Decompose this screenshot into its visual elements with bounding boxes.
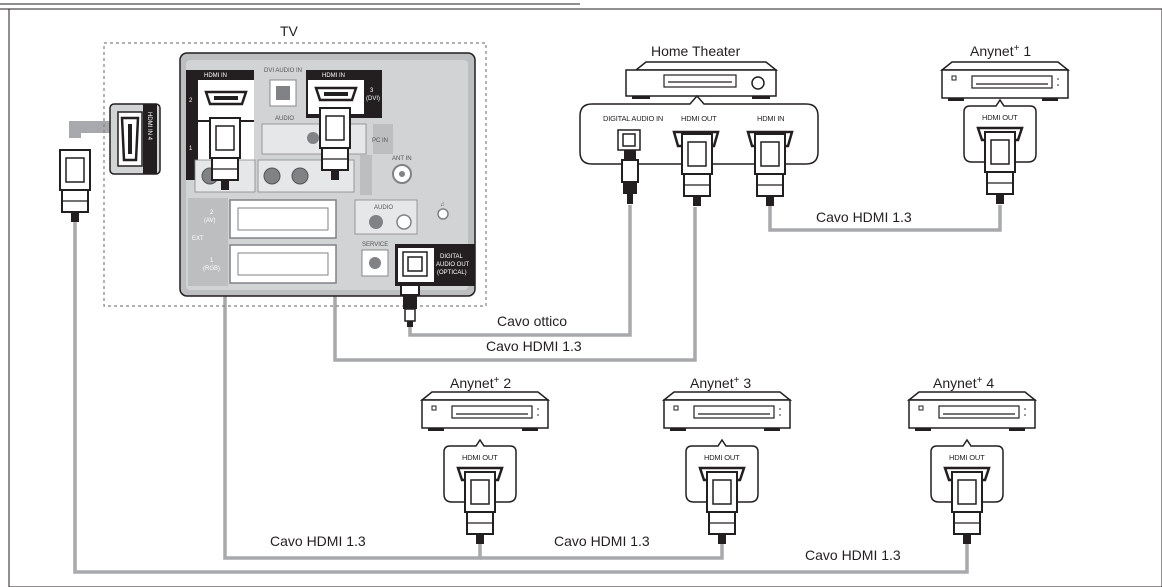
svg-text:HDMI IN: HDMI IN (757, 114, 784, 123)
svg-text:AUDIO: AUDIO (374, 205, 393, 211)
svg-text:HDMI IN: HDMI IN (322, 73, 345, 79)
svg-text:HDMI OUT: HDMI OUT (982, 113, 1018, 122)
anynet-device-1: Anynet+ 1 HDMI OUT (941, 43, 1069, 205)
svg-text:Anynet+ 3: Anynet+ 3 (690, 375, 751, 392)
dvi-audio-in: DVI AUDIO IN (264, 68, 302, 107)
svg-text:2: 2 (189, 98, 193, 104)
cable-labels: Cavo HDMI 1.3 Cavo ottico Cavo HDMI 1.3 … (270, 209, 912, 563)
svg-text:ANT IN: ANT IN (392, 156, 412, 162)
svg-text:HDMI IN 4: HDMI IN 4 (146, 112, 152, 141)
svg-text:HDMI OUT: HDMI OUT (949, 453, 985, 462)
tv: TV HDMI IN 2 1 DVI AUDIO IN HDMI IN (103, 23, 487, 307)
svg-text:HDMI OUT: HDMI OUT (704, 453, 740, 462)
svg-text:1: 1 (189, 146, 193, 152)
svg-text:HDMI OUT: HDMI OUT (462, 453, 498, 462)
svg-text:(RGB): (RGB) (203, 266, 220, 272)
svg-text:SERVICE: SERVICE (362, 242, 388, 248)
svg-text:DVI AUDIO IN: DVI AUDIO IN (264, 68, 302, 74)
svg-text:(OPTICAL): (OPTICAL) (437, 270, 467, 276)
svg-text:AUDIO: AUDIO (275, 116, 294, 122)
svg-text:DIGITAL AUDIO IN: DIGITAL AUDIO IN (603, 114, 663, 123)
home-theater-plugs (621, 133, 786, 207)
tv-label: TV (280, 23, 299, 39)
hdmi-in-3-block: HDMI IN 3 (DVI) (306, 70, 382, 118)
cable-label-optical: Cavo ottico (497, 313, 567, 329)
svg-text:DIGITAL: DIGITAL (440, 254, 464, 260)
cable-label-tv-ht: Cavo HDMI 1.3 (486, 338, 582, 354)
tv-plugs (59, 107, 420, 327)
svg-text:3: 3 (370, 88, 374, 94)
scart-ports: EXT 2 (AV) 1 (RGB) (188, 198, 337, 286)
cables (69, 121, 1002, 574)
svg-text:PC IN: PC IN (372, 138, 388, 144)
anynet-device-2: Anynet+ 2 HDMI OUT (421, 375, 549, 545)
svg-text:(DVI): (DVI) (366, 96, 380, 102)
anynet-device-3: Anynet+ 3 HDMI OUT (663, 375, 791, 545)
svg-text:EXT: EXT (192, 236, 204, 242)
home-theater-label: Home Theater (651, 43, 741, 59)
svg-text:2: 2 (210, 210, 214, 216)
svg-text:Anynet+ 1: Anynet+ 1 (970, 43, 1031, 60)
anynet-device-4: Anynet+ 4 HDMI OUT (908, 375, 1036, 545)
digital-audio-out-optical: DIGITAL AUDIO OUT (OPTICAL) (395, 244, 475, 286)
cable-label-tv-anynet4: Cavo HDMI 1.3 (805, 547, 901, 563)
svg-text:HDMI IN: HDMI IN (204, 73, 227, 79)
svg-text:Anynet+ 2: Anynet+ 2 (450, 375, 511, 392)
hdmi-in-4-port: HDMI IN 4 (109, 103, 161, 175)
cable-label-anynet2-anynet3: Cavo HDMI 1.3 (554, 533, 650, 549)
svg-text:1: 1 (210, 258, 214, 264)
tv-boundary (103, 42, 487, 307)
svg-text:Anynet+ 4: Anynet+ 4 (933, 375, 994, 392)
cable-label-ht-anynet1: Cavo HDMI 1.3 (816, 209, 912, 225)
svg-text:AUDIO OUT: AUDIO OUT (436, 262, 470, 268)
svg-text:(AV): (AV) (204, 218, 216, 224)
svg-text:♫: ♫ (440, 202, 445, 208)
svg-text:HDMI OUT: HDMI OUT (681, 114, 717, 123)
cable-label-tv-anynet2: Cavo HDMI 1.3 (270, 533, 366, 549)
